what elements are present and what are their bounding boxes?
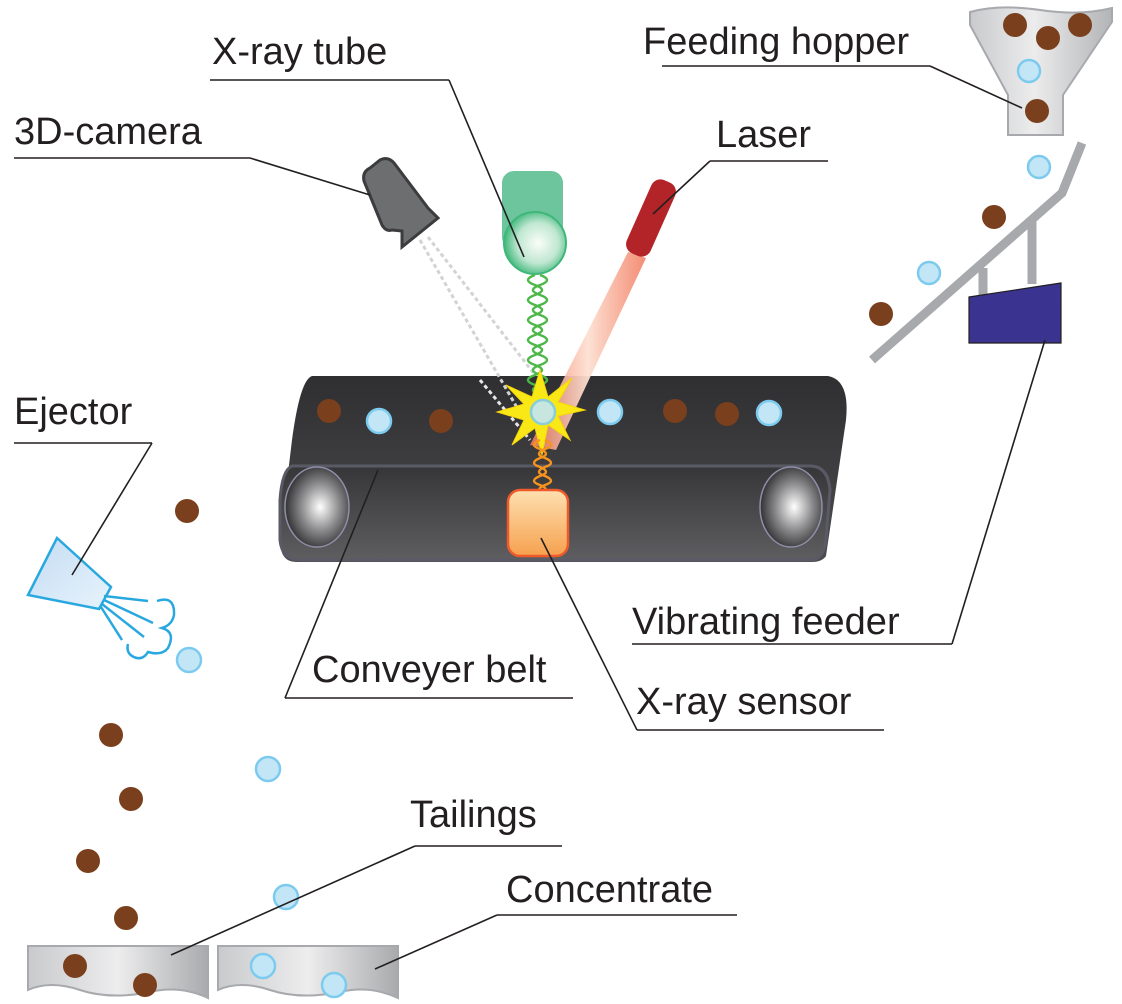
roller-right bbox=[759, 466, 823, 548]
detection-flash bbox=[495, 368, 587, 456]
ore-particle bbox=[119, 787, 143, 811]
waste-particle bbox=[365, 407, 393, 435]
air-puff-icon bbox=[126, 598, 176, 660]
waste-particle bbox=[916, 260, 942, 286]
ore-particle bbox=[982, 205, 1006, 229]
vibrating-feeder bbox=[869, 141, 1087, 364]
waste-particle bbox=[529, 398, 557, 426]
ore-particle bbox=[1068, 13, 1092, 37]
ore-particle bbox=[1025, 99, 1049, 123]
label-vibrating-feeder: Vibrating feeder bbox=[632, 601, 900, 643]
leader-line bbox=[540, 537, 638, 731]
xray-tube bbox=[502, 171, 567, 397]
ejector bbox=[26, 535, 176, 660]
laser-icon bbox=[626, 179, 676, 257]
leader-line bbox=[951, 339, 1046, 645]
leader-line bbox=[929, 65, 1023, 109]
conveyer-belt bbox=[278, 376, 847, 562]
ore-particle bbox=[663, 399, 687, 423]
ore-particle bbox=[1003, 13, 1027, 37]
leader-line bbox=[284, 469, 379, 699]
waste-particle bbox=[249, 952, 277, 980]
falling-particles bbox=[76, 499, 300, 930]
waste-particle bbox=[1016, 58, 1042, 84]
ore-particle bbox=[63, 954, 87, 978]
ore-particle bbox=[76, 849, 100, 873]
tailings-bin bbox=[27, 945, 209, 1000]
feeding-hopper bbox=[969, 6, 1113, 136]
waste-particle bbox=[596, 398, 624, 426]
leader-line bbox=[249, 157, 371, 196]
label-feeding-hopper: Feeding hopper bbox=[643, 21, 910, 63]
leader-line bbox=[170, 845, 416, 956]
label-concentrate: Concentrate bbox=[506, 869, 713, 911]
ore-particle bbox=[869, 302, 893, 326]
waste-particle bbox=[175, 646, 203, 674]
ore-particle bbox=[1036, 26, 1060, 50]
xray-sensor bbox=[506, 438, 570, 558]
ore-particle bbox=[429, 409, 453, 433]
3d-camera bbox=[362, 157, 537, 441]
waste-particle bbox=[755, 399, 783, 427]
label-3d-camera: 3D-camera bbox=[14, 111, 203, 153]
ore-particle bbox=[317, 399, 341, 423]
xray-beam bbox=[526, 273, 544, 397]
ore-particle bbox=[715, 402, 739, 426]
leader-line bbox=[374, 914, 498, 970]
feeder-motor bbox=[968, 282, 1062, 344]
label-conveyer-belt: Conveyer belt bbox=[312, 649, 547, 691]
ore-particle bbox=[133, 973, 157, 997]
label-laser: Laser bbox=[716, 114, 811, 156]
label-ejector: Ejector bbox=[14, 391, 133, 433]
label-xray-tube: X-ray tube bbox=[212, 31, 387, 73]
label-tailings: Tailings bbox=[410, 794, 537, 836]
camera-icon bbox=[362, 157, 441, 251]
ore-particle bbox=[114, 906, 138, 930]
label-xray-sensor: X-ray sensor bbox=[636, 681, 852, 723]
leader-line bbox=[652, 160, 711, 215]
waste-particle bbox=[1026, 154, 1052, 180]
ore-particle bbox=[99, 723, 123, 747]
concentrate-bin bbox=[217, 945, 399, 1000]
roller-left bbox=[284, 466, 350, 548]
waste-particle bbox=[272, 883, 300, 911]
leader-line bbox=[448, 79, 525, 258]
waste-particle bbox=[320, 971, 348, 999]
waste-particle bbox=[254, 755, 282, 783]
leader-line bbox=[71, 442, 153, 576]
ore-particle bbox=[175, 499, 199, 523]
